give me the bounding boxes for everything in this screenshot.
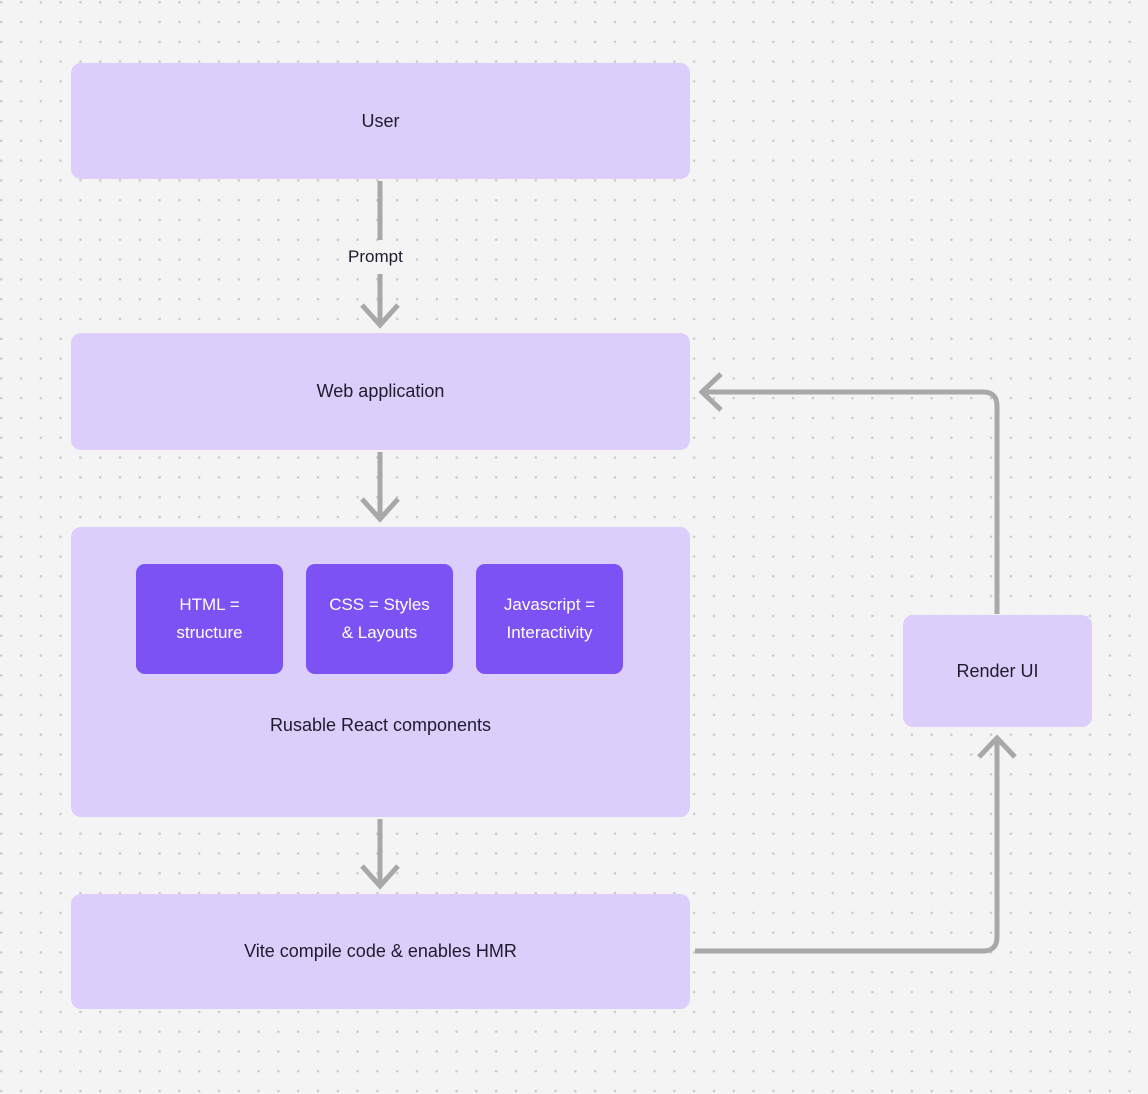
edge-vite-to-render-ui-line <box>695 742 1000 954</box>
edge-render-ui-to-web-line <box>706 389 1000 614</box>
edge-label-prompt: Prompt <box>341 246 410 268</box>
node-web-application-label: Web application <box>316 381 445 402</box>
node-user-label: User <box>361 110 400 131</box>
node-javascript[interactable]: Javascript = Interactivity <box>476 564 623 674</box>
node-web-application[interactable]: Web application <box>71 333 690 450</box>
node-render-ui[interactable]: Render UI <box>903 615 1092 727</box>
node-css-label: CSS = Styles & Layouts <box>329 591 430 647</box>
edge-components-to-vite-arrowhead <box>360 864 400 890</box>
node-render-ui-label: Render UI <box>956 660 1039 681</box>
node-html[interactable]: HTML = structure <box>136 564 283 674</box>
components-caption: Rusable React components <box>269 715 492 735</box>
node-html-line2: structure <box>176 623 243 642</box>
node-javascript-label: Javascript = Interactivity <box>504 591 595 647</box>
edge-vite-to-render-ui-arrowhead <box>977 734 1017 759</box>
node-css[interactable]: CSS = Styles & Layouts <box>306 564 453 674</box>
node-html-label: HTML = structure <box>176 591 242 647</box>
node-css-line2: & Layouts <box>341 623 418 642</box>
edge-render-ui-to-web-arrowhead <box>698 372 723 412</box>
node-javascript-line1: Javascript = <box>503 594 596 614</box>
node-vite-label: Vite compile code & enables HMR <box>244 941 517 962</box>
node-user[interactable]: User <box>71 63 690 179</box>
node-vite[interactable]: Vite compile code & enables HMR <box>71 894 690 1009</box>
node-html-line1: HTML = <box>179 594 240 614</box>
edge-web-to-components-arrowhead <box>360 497 400 523</box>
node-javascript-line2: Interactivity <box>506 623 593 642</box>
edge-user-to-web-arrowhead <box>360 303 400 329</box>
node-css-line1: CSS = Styles <box>329 594 430 614</box>
